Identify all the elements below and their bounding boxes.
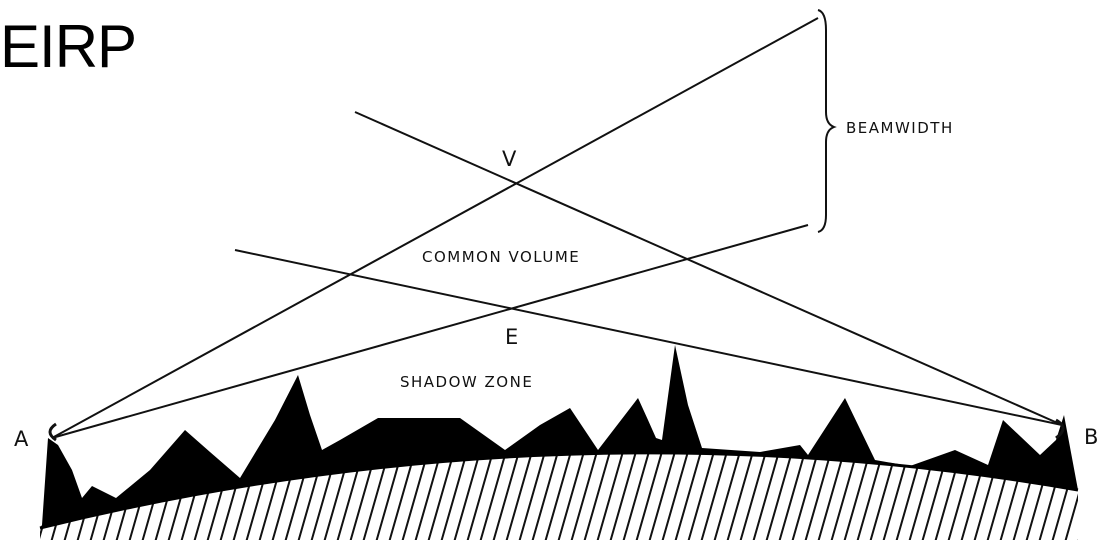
common-volume-label: COMMON VOLUME: [422, 248, 580, 266]
station-a-label: A: [14, 427, 29, 451]
hatch-line: [591, 452, 633, 540]
antenna-a-icon: [48, 422, 57, 442]
hatch-line: [227, 452, 269, 540]
hatch-line: [617, 452, 659, 540]
hatch-line: [526, 452, 568, 540]
hatch-line: [968, 452, 1010, 540]
shadow-zone-label: SHADOW ZONE: [400, 373, 533, 391]
hatch-line: [357, 452, 399, 540]
hatch-line: [253, 452, 295, 540]
hatch-line: [383, 452, 425, 540]
station-b-label: B: [1084, 425, 1098, 449]
hatch-line: [851, 452, 893, 540]
hatch-line: [903, 452, 945, 540]
earth-surface-arc: [39, 451, 1079, 530]
hatch-line: [1099, 420, 1108, 540]
hatch-line: [643, 452, 685, 540]
hatch-line: [838, 452, 880, 540]
antenna-b-icon: [1055, 418, 1065, 440]
hatch-line: [786, 452, 828, 540]
hatch-line: [396, 452, 438, 540]
beam-lines: [51, 17, 1063, 439]
hatch-line: [331, 452, 373, 540]
hatch-line: [1007, 452, 1049, 540]
beam-a-lower: [51, 224, 809, 439]
hatch-line: [500, 452, 542, 540]
hatch-line: [565, 452, 607, 540]
hatch-line: [474, 452, 516, 540]
hatch-line: [513, 452, 555, 540]
hatch-line: [682, 452, 724, 540]
hatch-line: [773, 452, 815, 540]
hatch-line: [721, 452, 763, 540]
hatch-line: [955, 452, 997, 540]
beamwidth-label: BEAMWIDTH: [846, 119, 954, 137]
hatch-line: [539, 452, 581, 540]
hatch-line: [578, 452, 620, 540]
hatch-line: [318, 452, 360, 540]
hatch-line: [734, 452, 776, 540]
hatch-line: [409, 452, 451, 540]
hatch-line: [1059, 452, 1078, 540]
beam-b-lower: [354, 111, 1063, 426]
hatch-line: [916, 452, 958, 540]
hatch-line: [929, 452, 971, 540]
hatch-line: [422, 452, 464, 540]
hatch-line: [1046, 452, 1078, 540]
hatch-line: [1033, 452, 1075, 540]
beam-a-upper: [51, 17, 819, 439]
point-e-label: E: [505, 325, 518, 349]
hatch-line: [604, 452, 646, 540]
hatch-line: [461, 452, 503, 540]
hatch-line: [825, 452, 867, 540]
hatch-line: [890, 452, 932, 540]
hatch-line: [708, 452, 750, 540]
point-v-label: V: [502, 147, 517, 171]
hatch-line: [981, 452, 1023, 540]
hatch-line: [552, 452, 594, 540]
hatch-line: [370, 452, 412, 540]
hatch-line: [97, 452, 139, 540]
terrain-silhouette: [40, 345, 1078, 528]
hatch-line: [747, 452, 789, 540]
hatch-line: [630, 452, 672, 540]
hatch-line: [266, 452, 308, 540]
hatch-line: [695, 452, 737, 540]
hatch-line: [864, 452, 906, 540]
hatch-line: [279, 452, 321, 540]
hatch-line: [435, 452, 477, 540]
hatch-line: [760, 452, 802, 540]
hatch-line: [305, 452, 347, 540]
hatch-line: [84, 452, 126, 540]
hatch-line: [994, 452, 1036, 540]
hatch-line: [942, 452, 984, 540]
hatch-line: [214, 452, 256, 540]
page-title: EIRP: [0, 13, 137, 80]
hatch-line: [448, 452, 490, 540]
beam-b-upper: [234, 249, 1063, 426]
hatch-line: [1020, 452, 1062, 540]
hatch-line: [240, 452, 282, 540]
hatch-line: [71, 452, 113, 540]
hatch-line: [812, 452, 854, 540]
hatch-line: [877, 452, 919, 540]
hatch-line: [656, 452, 698, 540]
hatch-line: [344, 452, 386, 540]
hatch-line: [669, 452, 711, 540]
hatch-line: [799, 452, 841, 540]
hatch-line: [292, 452, 334, 540]
hatch-line: [487, 452, 529, 540]
beamwidth-bracket: [817, 9, 837, 233]
